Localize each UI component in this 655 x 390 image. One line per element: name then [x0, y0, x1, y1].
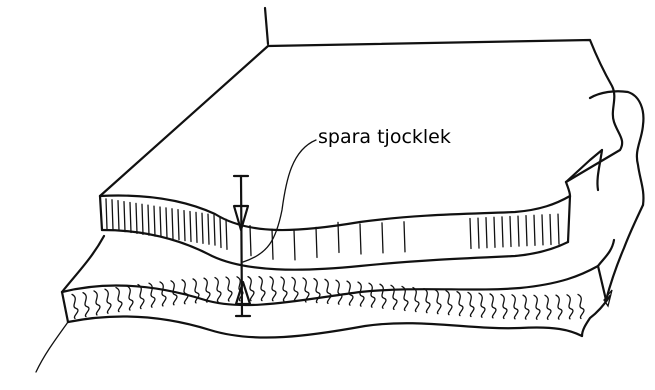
corrugation-loop: [556, 295, 562, 319]
hatch-stroke: [518, 216, 519, 246]
corrugation-loop: [292, 277, 298, 301]
hatch-stroke: [226, 219, 227, 249]
corrugation-loop: [457, 292, 463, 316]
corrugation-loop: [215, 278, 221, 302]
hatch-stroke: [294, 230, 295, 260]
corrugation-loop: [435, 290, 441, 314]
hatch-stroke: [178, 210, 179, 240]
hatch-stroke: [130, 203, 131, 233]
hatch-stroke: [208, 214, 209, 244]
thickness-dimension: [234, 140, 316, 316]
corrugation-loop: [259, 277, 265, 301]
hatch-stroke: [166, 208, 167, 238]
hatch-stroke: [316, 227, 317, 257]
hatch-stroke: [202, 213, 203, 243]
thickness-label: spara tjocklek: [318, 126, 451, 148]
corrugation-loop: [160, 282, 166, 306]
corrugation-loop: [336, 280, 342, 304]
corrugation-loop: [204, 278, 210, 302]
hatch-stroke: [486, 218, 487, 248]
corrugation-loop: [534, 295, 540, 319]
corrugation-loop: [281, 277, 287, 301]
corrugation-loop: [501, 294, 507, 318]
hatch-stroke: [112, 200, 113, 230]
hatch-stroke: [470, 219, 471, 249]
corrugation-loop: [270, 277, 276, 301]
corrugation-loop: [479, 293, 485, 317]
hatch-stroke: [142, 204, 143, 234]
corrugation-loop: [578, 294, 584, 318]
hatch-stroke: [154, 206, 155, 236]
corrugation-loop: [193, 279, 199, 303]
hatch-stroke: [196, 212, 197, 242]
hatch-stroke: [382, 223, 383, 253]
corrugation-loop: [567, 295, 573, 319]
hatch-stroke: [502, 217, 503, 247]
hatch-stroke: [494, 217, 495, 247]
corrugated-core: [72, 277, 584, 320]
corrugation-loop: [424, 289, 430, 313]
hatch-stroke: [360, 224, 361, 254]
hatch-stroke: [478, 218, 479, 248]
corrugation-loop: [127, 286, 133, 310]
corrugation-loop: [325, 279, 331, 303]
corrugation-loop: [468, 292, 474, 316]
corrugation-loop: [380, 284, 386, 308]
hatch-stroke: [272, 229, 273, 259]
hatch-stroke: [542, 215, 543, 245]
corrugation-loop: [182, 280, 188, 304]
hatch-stroke: [526, 216, 527, 246]
hatch-stroke: [534, 215, 535, 245]
hatch-stroke: [220, 218, 221, 248]
hatch-stroke: [214, 215, 215, 245]
hatch-stroke: [172, 209, 173, 239]
corrugation-loop: [413, 288, 419, 312]
corrugation-loop: [490, 294, 496, 318]
hatch-stroke: [184, 211, 185, 241]
corrugation-loop: [358, 282, 364, 306]
hatch-stroke: [250, 226, 251, 256]
corrugation-loop: [369, 283, 375, 307]
corrugation-loop: [116, 288, 122, 312]
corrugation-loop: [545, 295, 551, 319]
edge-hatching: [106, 199, 559, 260]
hatch-stroke: [338, 222, 339, 252]
hatch-stroke: [118, 201, 119, 231]
hatch-stroke: [404, 222, 405, 252]
hatch-stroke: [510, 217, 511, 247]
hatch-stroke: [106, 199, 107, 229]
hatch-stroke: [136, 203, 137, 233]
corrugation-loop: [138, 285, 144, 309]
hatch-stroke: [124, 202, 125, 232]
corrugation-loop: [72, 294, 78, 318]
corrugation-loop: [226, 277, 232, 301]
hatch-stroke: [160, 207, 161, 237]
corrugation-loop: [94, 291, 100, 315]
hatch-stroke: [190, 212, 191, 242]
corrugation-loop: [523, 295, 529, 319]
hatch-stroke: [558, 214, 559, 244]
hatch-stroke: [550, 215, 551, 245]
hatch-stroke: [148, 205, 149, 235]
corrugation-loop: [83, 293, 89, 317]
corrugation-loop: [105, 289, 111, 313]
corrugation-loop: [446, 291, 452, 315]
corrugation-loop: [512, 295, 518, 319]
